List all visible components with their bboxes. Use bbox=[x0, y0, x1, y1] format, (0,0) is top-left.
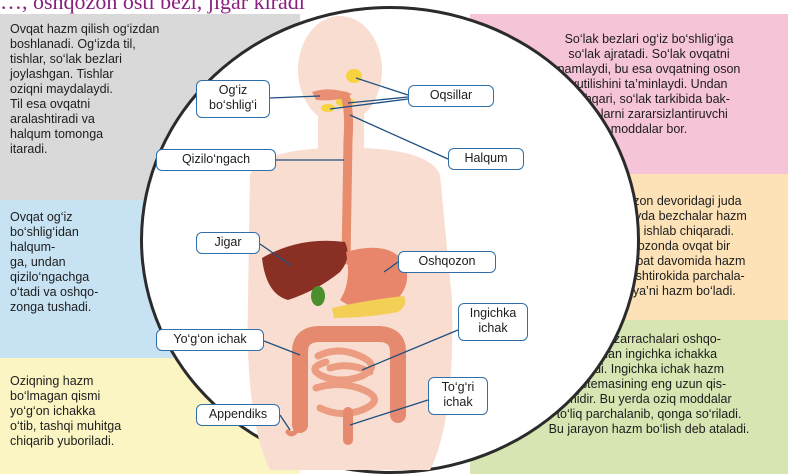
label-line: ichak bbox=[433, 395, 483, 410]
label-esophagus: Qizilo‘ngach bbox=[156, 149, 276, 171]
label-rectum: To‘g‘ri ichak bbox=[428, 377, 488, 415]
label-line: bo‘shlig‘i bbox=[201, 98, 265, 113]
esophagus bbox=[345, 96, 349, 260]
label-line: Og‘iz bbox=[201, 83, 265, 98]
label-liver: Jigar bbox=[196, 232, 260, 254]
gallbladder bbox=[311, 286, 325, 306]
label-line: Ingichka bbox=[463, 306, 523, 321]
label-large-intestine: Yo‘g‘on ichak bbox=[156, 329, 264, 351]
label-appendix: Appendiks bbox=[196, 404, 280, 426]
label-pharynx: Halqum bbox=[448, 148, 524, 170]
label-mouth-cavity: Og‘iz bo‘shlig‘i bbox=[196, 80, 270, 118]
label-line: To‘g‘ri bbox=[433, 380, 483, 395]
label-salivary-glands: Oqsillar bbox=[408, 85, 494, 107]
label-small-intestine: Ingichka ichak bbox=[458, 303, 528, 341]
label-stomach: Oshqozon bbox=[398, 251, 496, 273]
label-line: ichak bbox=[463, 321, 523, 336]
